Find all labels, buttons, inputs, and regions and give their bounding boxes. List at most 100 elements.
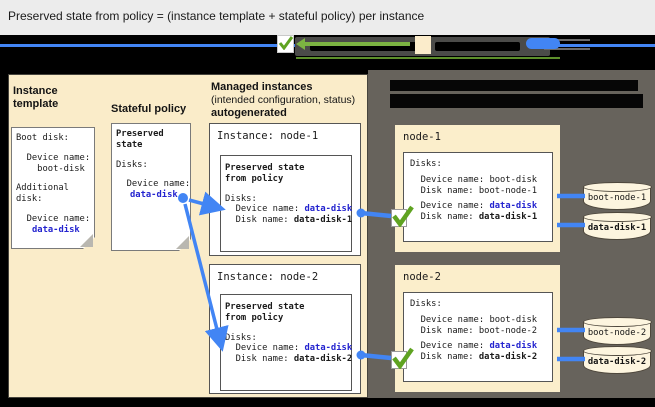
disk-name-line: Disk name: data-disk-1 — [225, 215, 353, 226]
stateful-policy-card: Preserved state Disks: Device name: data… — [111, 123, 191, 251]
disk-cylinder-data-disk-2: data-disk-2 — [582, 346, 652, 374]
band-check-square — [277, 35, 294, 53]
managed-instances-heading: Managed instances — [211, 81, 313, 93]
disk-label: data-disk-2 — [587, 357, 647, 367]
vm-panel: node-1 Disks: Device name: boot-disk Dis… — [368, 70, 655, 398]
device-name-line: Device name: data-disk — [410, 201, 552, 212]
disk-name-line: Disk name: data-disk-2 — [410, 352, 552, 363]
cylinder-top — [582, 212, 652, 222]
cylinder-top — [582, 346, 652, 356]
boot-disk-line: Disk name: boot-node-2 — [410, 325, 538, 336]
disk-name-label: Disk name: — [410, 212, 479, 223]
disk-name-value: data-disk-2 — [478, 352, 538, 363]
device-name-label: Device name: — [410, 201, 490, 212]
data-disk-value: data-disk — [304, 204, 353, 215]
data-disk-value: data-disk — [489, 201, 538, 212]
green-check-icon — [392, 347, 414, 369]
device-name-line: Device name: data-disk — [225, 204, 353, 215]
device-name-label: Device name: — [116, 179, 191, 190]
vm-panel-heading-redacted — [390, 80, 638, 91]
device-name-line: Device name: data-disk — [225, 343, 353, 354]
band-gray-line — [544, 48, 590, 50]
disk-label: boot-node-1 — [587, 193, 647, 203]
spacer — [16, 205, 94, 214]
disks-label: Disks: — [225, 193, 257, 204]
disk-cylinder-boot-node-1: boot-node-1 — [582, 182, 652, 210]
animation-band — [0, 35, 655, 63]
cylinder-top — [582, 317, 652, 327]
preserved-state-title: Preserved state from policy — [225, 302, 305, 323]
instance-title: Instance: node-2 — [217, 271, 319, 283]
device-name-label: Device name: — [225, 204, 305, 215]
spacer — [16, 144, 94, 153]
vm-disks-box-node-2: Disks: Device name: boot-disk Disk name:… — [403, 292, 553, 382]
instance-template-card: Boot disk: Device name: boot-disk Additi… — [11, 127, 95, 249]
data-disk-value: data-disk — [130, 190, 178, 201]
page-fold-icon — [176, 236, 191, 251]
disk-name-label: Disk name: — [225, 215, 294, 226]
disk-cylinder-data-disk-1: data-disk-1 — [582, 212, 652, 240]
spacer — [116, 170, 190, 179]
band-text-blob — [435, 42, 520, 51]
vm-title: node-1 — [403, 131, 441, 143]
vm-panel-heading-redacted — [390, 94, 643, 108]
data-disk-value: data-disk — [32, 224, 80, 235]
vm-title: node-2 — [403, 271, 441, 283]
band-blue-disk-pill — [526, 38, 560, 49]
spacer — [225, 185, 351, 194]
preserved-state-title: Preserved state — [116, 129, 164, 150]
device-name-label: Device name: — [16, 152, 91, 163]
disk-name-line: Disk name: data-disk-2 — [225, 354, 353, 365]
device-name-label: Device name: — [225, 343, 305, 354]
boot-device-line: Device name: boot-disk — [410, 314, 538, 325]
autogenerated-label: autogenerated — [211, 107, 287, 119]
disk-label: boot-node-2 — [587, 328, 647, 338]
boot-disk-label: Boot disk: — [16, 133, 69, 143]
spacer — [225, 324, 351, 333]
green-arrow-icon — [296, 38, 410, 50]
boot-disk-line: Disk name: boot-node-1 — [410, 185, 538, 196]
preserved-state-title: Preserved state from policy — [225, 163, 305, 184]
managed-instances-subheading: (intended configuration, status) — [211, 94, 356, 106]
mig-config-panel: Instance template Boot disk: Device name… — [8, 74, 368, 398]
policy-applied-check-node-1 — [391, 205, 415, 229]
vm-disks-box-node-1: Disks: Device name: boot-disk Disk name:… — [403, 152, 553, 242]
disks-label: Disks: — [410, 299, 442, 309]
additional-disk-label: Additional disk: — [16, 183, 69, 205]
disk-name-value: data-disk-1 — [478, 212, 538, 223]
disks-label: Disks: — [225, 332, 257, 343]
band-text-blob — [310, 42, 425, 51]
policy-applied-check-node-2 — [391, 347, 415, 371]
disk-name-line: Disk name: data-disk-1 — [410, 212, 552, 223]
stateful-policy-heading: Stateful policy — [111, 103, 187, 115]
disk-name-label: Disk name: — [225, 354, 294, 365]
disk-name-label: Disk name: — [410, 352, 479, 363]
band-gray-line — [548, 39, 590, 41]
cylinder-top — [582, 182, 652, 192]
data-disk-value: data-disk — [304, 343, 353, 354]
title-bar: Preserved state from policy = (instance … — [0, 0, 655, 35]
device-name-value: boot-disk — [16, 163, 85, 174]
band-beige-chip — [415, 36, 431, 54]
disk-name-value: data-disk-1 — [293, 215, 353, 226]
disk-name-value: data-disk-2 — [293, 354, 353, 365]
disk-label: data-disk-1 — [587, 223, 647, 233]
diagram-title: Preserved state from policy = (instance … — [8, 9, 425, 23]
disks-label: Disks: — [410, 159, 442, 169]
boot-device-line: Device name: boot-disk — [410, 174, 538, 185]
instance-template-heading: Instance template — [13, 85, 59, 110]
preserved-state-box-node-1: Preserved state from policy Disks: Devic… — [220, 155, 352, 252]
preserved-state-box-node-2: Preserved state from policy Disks: Devic… — [220, 294, 352, 391]
band-green-line — [296, 57, 560, 59]
green-check-icon — [392, 205, 414, 227]
disks-label: Disks: — [116, 159, 148, 170]
vm-box-node-2: node-2 Disks: Device name: boot-disk Dis… — [395, 265, 560, 392]
disk-cylinder-boot-node-2: boot-node-2 — [582, 317, 652, 345]
managed-instance-box-node-1: Instance: node-1 Preserved state from po… — [209, 123, 361, 256]
page-fold-icon — [80, 234, 95, 249]
spacer — [16, 174, 94, 183]
device-name-label: Device name: — [410, 341, 490, 352]
green-check-icon — [278, 36, 294, 51]
device-name-line: Device name: data-disk — [410, 341, 552, 352]
